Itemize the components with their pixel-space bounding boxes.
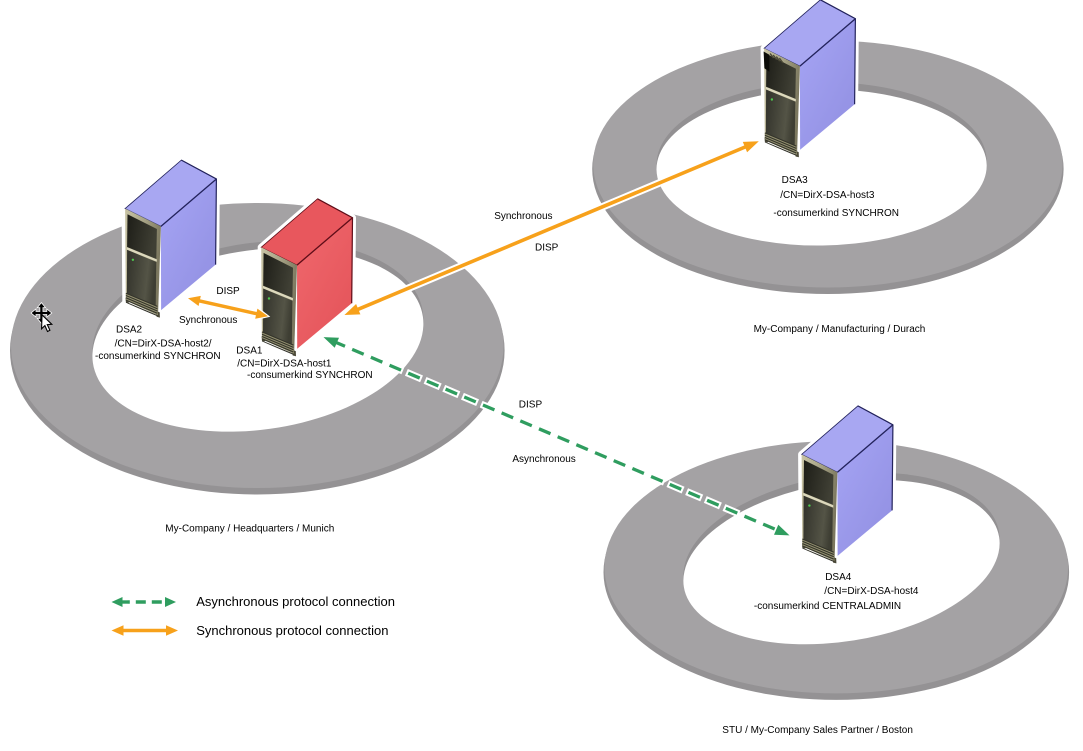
svg-text:-consumerkind SYNCHRON: -consumerkind SYNCHRON xyxy=(773,208,899,219)
svg-text:-consumerkind SYNCHRON: -consumerkind SYNCHRON xyxy=(247,370,373,381)
svg-text:/CN=DirX-DSA-host3: /CN=DirX-DSA-host3 xyxy=(780,190,875,201)
svg-text:My-Company / Manufacturing / D: My-Company / Manufacturing / Durach xyxy=(754,324,926,335)
svg-text:-consumerkind SYNCHRON: -consumerkind SYNCHRON xyxy=(95,351,221,362)
svg-text:DSA1: DSA1 xyxy=(236,345,263,356)
svg-text:/CN=DirX-DSA-host4: /CN=DirX-DSA-host4 xyxy=(824,586,919,597)
svg-text:STU / My-Company Sales Partner: STU / My-Company Sales Partner / Boston xyxy=(722,725,913,736)
svg-text:Asynchronous: Asynchronous xyxy=(512,454,575,465)
svg-text:My-Company / Headquarters / Mu: My-Company / Headquarters / Munich xyxy=(165,524,334,535)
svg-text:Asynchronous protocol connecti: Asynchronous protocol connection xyxy=(196,594,395,609)
svg-text:DSA3: DSA3 xyxy=(782,175,809,186)
svg-text:DISP: DISP xyxy=(535,242,559,253)
svg-text:/CN=DirX-DSA-host1: /CN=DirX-DSA-host1 xyxy=(237,359,332,370)
svg-text:-consumerkind CENTRALADMIN: -consumerkind CENTRALADMIN xyxy=(754,601,901,612)
svg-text:DSA2: DSA2 xyxy=(116,325,143,336)
svg-text:DSA4: DSA4 xyxy=(825,572,852,583)
svg-text:Synchronous: Synchronous xyxy=(494,211,552,222)
svg-text:/CN=DirX-DSA-host2/: /CN=DirX-DSA-host2/ xyxy=(115,338,212,349)
svg-text:DISP: DISP xyxy=(216,286,240,297)
svg-text:DISP: DISP xyxy=(519,399,543,410)
svg-text:Synchronous: Synchronous xyxy=(179,315,237,326)
svg-text:Synchronous protocol connectio: Synchronous protocol connection xyxy=(196,623,388,638)
